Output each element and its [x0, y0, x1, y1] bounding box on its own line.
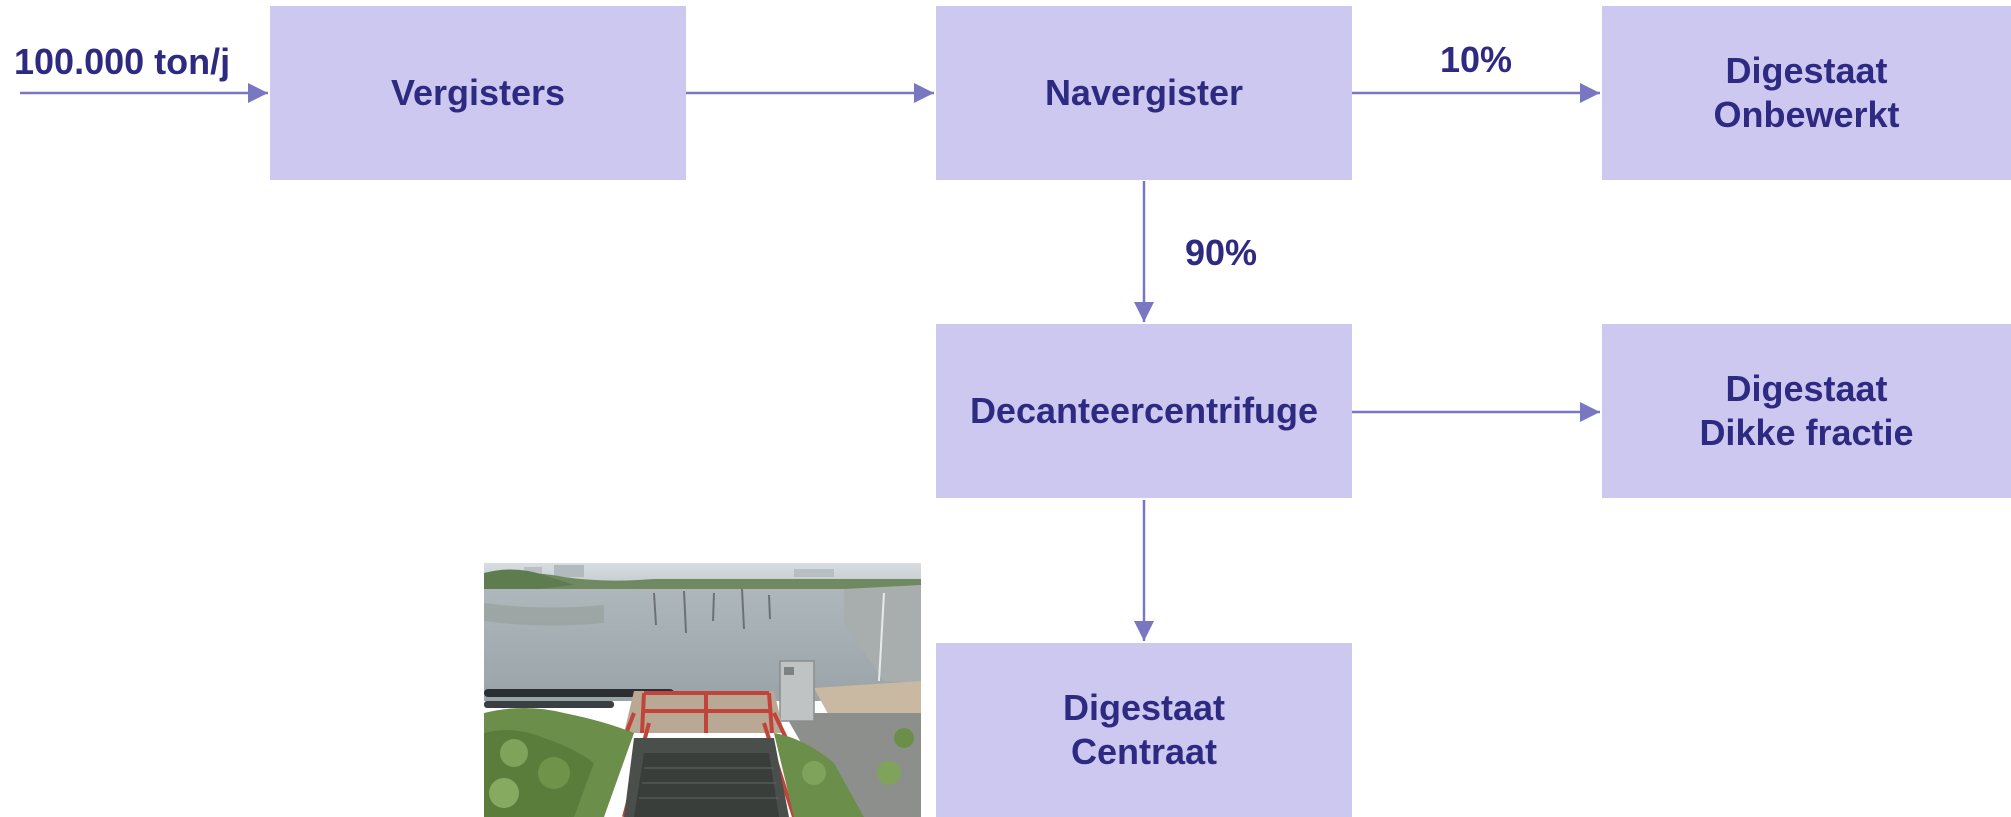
- input-flow-label: 100.000 ton/j: [14, 41, 231, 82]
- node-digestaat-dikke-line1: Digestaat: [1725, 368, 1888, 409]
- node-navergister-label: Navergister: [1044, 72, 1244, 113]
- node-vergisters-label: Vergisters: [390, 72, 566, 113]
- node-decanteercentrifuge: Decanteercentrifuge: [936, 324, 1352, 498]
- node-digestaat-centraat-line2: Centraat: [1070, 731, 1218, 772]
- node-navergister: Navergister: [936, 6, 1352, 180]
- edge-label-centrifuge: 90%: [1185, 232, 1258, 273]
- node-digestaat-onbewerkt-line1: Digestaat: [1725, 50, 1888, 91]
- node-digestaat-dikke-fractie: Digestaat Dikke fractie: [1602, 324, 2011, 498]
- node-decanteercentrifuge-label: Decanteercentrifuge: [969, 390, 1319, 431]
- basin-photo-illustration: [484, 563, 921, 817]
- node-vergisters: Vergisters: [270, 6, 686, 180]
- edge-label-onbewerkt: 10%: [1440, 39, 1513, 80]
- node-digestaat-centraat-line1: Digestaat: [1062, 687, 1226, 728]
- basin-photo: [484, 563, 921, 817]
- node-digestaat-centraat: Digestaat Centraat: [936, 643, 1352, 817]
- node-digestaat-dikke-line2: Dikke fractie: [1699, 412, 1914, 453]
- node-digestaat-onbewerkt-line2: Onbewerkt: [1713, 94, 1900, 135]
- node-digestaat-onbewerkt: Digestaat Onbewerkt: [1602, 6, 2011, 180]
